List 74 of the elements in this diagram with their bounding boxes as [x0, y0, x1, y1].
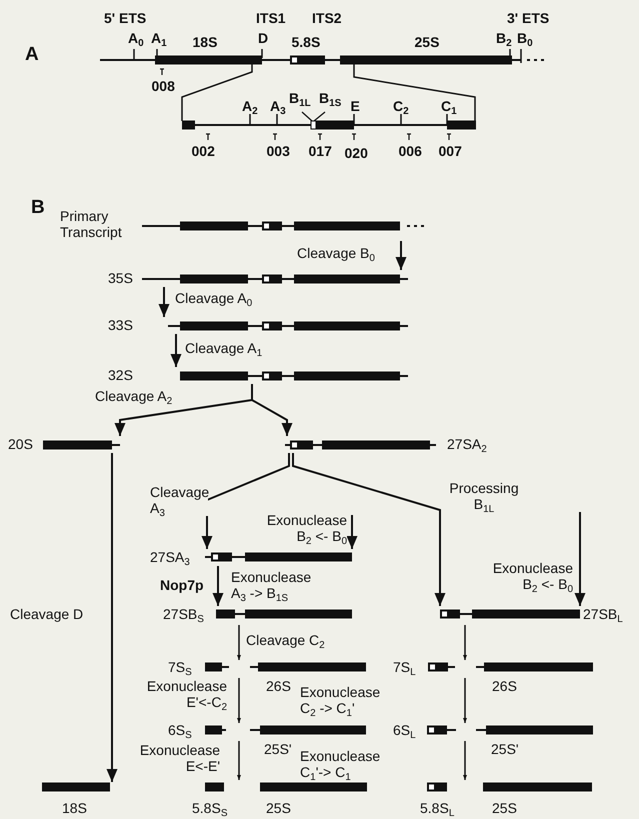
arrow [463, 741, 467, 780]
map-label: E [350, 98, 360, 114]
rna-name: 26S [492, 678, 517, 694]
map-label: B$_{1L}$ [289, 90, 311, 106]
arrow [202, 453, 290, 549]
map-label: D [258, 30, 268, 46]
rna-name: 32S [108, 367, 133, 383]
rna-name: 25S [266, 800, 291, 816]
rna-name: 26S [266, 678, 291, 694]
panel-letter: A [25, 45, 39, 65]
arrow [212, 566, 224, 606]
map-label: A$_{2}$ [242, 98, 258, 114]
map-label: ITS2 [312, 10, 342, 26]
map-label: 020 [344, 145, 368, 161]
rna-name: 6S$_{S}$ [168, 722, 192, 738]
map-label: 5.8S [292, 34, 320, 50]
rna-name: 7S$_{S}$ [168, 659, 192, 675]
rna-name: 33S [108, 317, 133, 333]
arrow [396, 241, 406, 270]
rna-name: 5.8S$_{L}$ [420, 800, 454, 816]
rna-name: Primary Transcript [60, 208, 123, 240]
arrow [237, 678, 241, 723]
edge-label: Cleavage A$_{3}$ [150, 484, 208, 516]
map-label: ITS1 [256, 10, 286, 26]
arrow [106, 453, 118, 782]
map-label: 007 [438, 143, 462, 159]
map-label: A$_{1}$ [151, 30, 167, 46]
rna-name: 27SB$_{S}$ [163, 606, 204, 622]
edge-label: Cleavage C$_{2}$ [246, 632, 325, 648]
arrow [251, 384, 292, 436]
rna-name: 35S [108, 270, 133, 286]
map-label: 008 [152, 78, 175, 94]
map-label: 3' ETS [507, 10, 550, 26]
map-label: A$_{3}$ [270, 98, 286, 114]
arrow [170, 334, 182, 367]
map-label: 002 [192, 143, 215, 159]
map-label: 25S [414, 34, 440, 50]
map-label: B$_{1S}$ [319, 90, 342, 106]
rna-name: 25S' [491, 741, 519, 757]
map-label: C$_{2}$ [393, 98, 409, 114]
map-label: A$_{0}$ [128, 30, 144, 46]
arrow [463, 625, 467, 660]
rna-name: 18S [62, 800, 87, 816]
arrow [346, 515, 358, 549]
protein-label: Nop7p [160, 577, 204, 593]
panel-letter: B [31, 198, 45, 218]
rna-name: 27SB$_{L}$ [583, 606, 623, 622]
rna-name: 25S' [264, 741, 292, 757]
arrow [237, 625, 241, 660]
map-label: 003 [266, 143, 290, 159]
rna-name: 5.8S$_{S}$ [192, 800, 228, 816]
edge-label: Cleavage B$_{0}$ [297, 245, 375, 261]
map-label: 006 [398, 143, 422, 159]
rna-name: 25S [492, 800, 517, 816]
rna-name: 20S [8, 436, 33, 452]
arrow [158, 287, 170, 317]
rna-name: 6S$_{L}$ [393, 722, 416, 738]
edge-label: Cleavage A$_{2}$ [95, 388, 172, 404]
map-label: 5' ETS [104, 10, 146, 26]
edge-label: Cleavage A$_{1}$ [185, 340, 262, 356]
arrow [574, 512, 586, 606]
edge-label: Cleavage A$_{0}$ [175, 290, 252, 306]
arrow [292, 453, 446, 606]
arrow [237, 741, 241, 780]
rna-name: 27SA$_{2}$ [447, 436, 487, 452]
edge-label: Cleavage D [10, 606, 84, 622]
map-label: 017 [308, 143, 332, 159]
map-label: B$_{0}$ [517, 30, 533, 46]
rna-name: 7S$_{L}$ [393, 659, 416, 675]
arrow [463, 678, 467, 723]
map-label: C$_{1}$ [441, 98, 457, 114]
rna-name: 27SA$_{3}$ [150, 549, 190, 565]
map-label: 18S [192, 34, 218, 50]
map-label: B$_{2}$ [496, 30, 512, 46]
